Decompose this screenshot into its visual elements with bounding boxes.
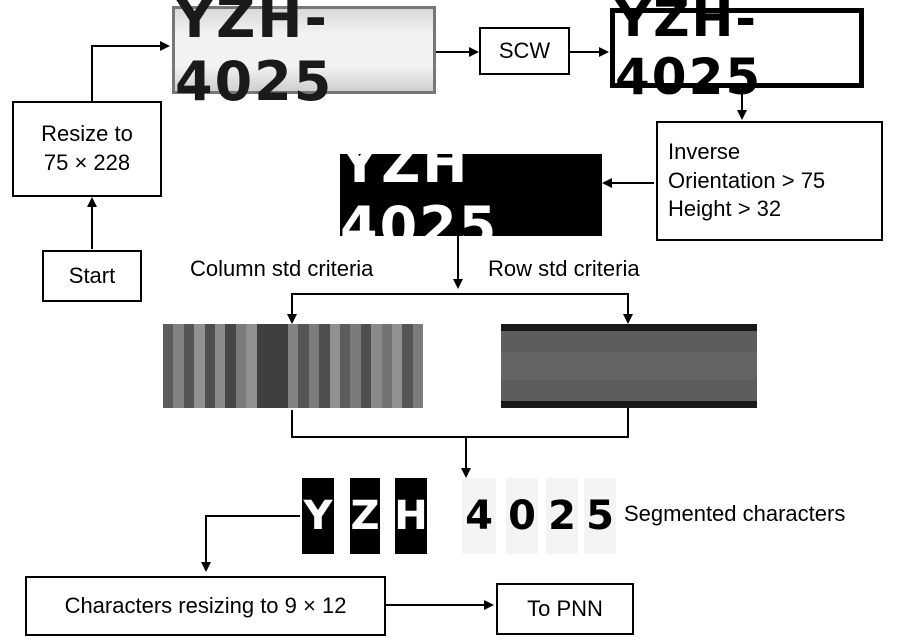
inverse-criteria-label: Inverse Orientation > 75 Height > 32 [668, 139, 826, 222]
segment-char: Z [350, 478, 380, 554]
column-std-stripe [173, 324, 184, 408]
column-std-stripe [339, 324, 351, 408]
row-std-image [501, 324, 757, 408]
inverse-criteria-box: Inverse Orientation > 75 Height > 32 [656, 121, 883, 241]
split-connector [291, 293, 629, 321]
to-pnn-label: To PNN [527, 595, 603, 621]
column-std-stripe [371, 324, 382, 408]
column-std-stripe [246, 324, 257, 408]
column-std-stripe [277, 324, 288, 408]
scw-box: SCW [479, 27, 570, 75]
column-std-stripe [225, 324, 236, 408]
column-std-stripe [204, 324, 216, 408]
column-std-stripe [329, 324, 340, 408]
column-std-stripe [163, 324, 174, 408]
inverted-plate-image: YZH 4025 [340, 132, 602, 258]
column-std-stripe [350, 324, 361, 408]
resize-label: Resize to 75 × 228 [41, 121, 133, 175]
column-std-stripe [215, 324, 226, 408]
segmented-characters-label: Segmented characters [624, 501, 846, 526]
column-std-stripe [235, 324, 247, 408]
column-std-stripe [412, 324, 424, 408]
row-std-band [501, 352, 757, 380]
arrow-resize-to-plate [91, 41, 170, 101]
start-label: Start [68, 262, 116, 288]
column-std-stripe [360, 324, 372, 408]
start-box: Start [42, 250, 142, 302]
binarized-plate-image: YZH-4025 [610, 0, 864, 106]
row-std-band [501, 331, 757, 352]
column-std-stripe [287, 324, 299, 408]
arrow-segments-to-resize [201, 515, 300, 572]
row-std-label: Row std criteria [488, 256, 640, 281]
row-std-band [501, 380, 757, 401]
column-std-image [163, 324, 424, 408]
resize-box: Resize to 75 × 228 [12, 101, 162, 197]
to-pnn-box: To PNN [496, 583, 634, 635]
segment-char: H [394, 478, 428, 554]
segment-char: 0 [506, 478, 538, 554]
char-resize-box: Characters resizing to 9 × 12 [25, 576, 386, 636]
column-std-stripe [391, 324, 403, 408]
column-std-label: Column std criteria [190, 256, 374, 281]
column-std-stripe [319, 324, 330, 408]
char-resize-label: Characters resizing to 9 × 12 [64, 592, 347, 618]
row-std-band [501, 324, 757, 331]
column-std-stripe [194, 324, 205, 408]
column-std-stripe [308, 324, 320, 408]
merge-connector [291, 408, 629, 438]
column-std-stripe [256, 324, 268, 408]
segment-char: 4 [462, 478, 496, 554]
column-std-stripe [267, 324, 278, 408]
row-std-band [501, 401, 757, 408]
column-std-stripe [298, 324, 309, 408]
column-std-stripe [183, 324, 195, 408]
original-plate-image: YZH-4025 [172, 0, 436, 113]
column-std-stripe [402, 324, 413, 408]
scw-label: SCW [498, 37, 551, 63]
column-std-stripe [381, 324, 392, 408]
segment-char: Y [302, 478, 334, 554]
segment-char: 2 [546, 478, 578, 554]
segment-char: 5 [584, 478, 616, 554]
